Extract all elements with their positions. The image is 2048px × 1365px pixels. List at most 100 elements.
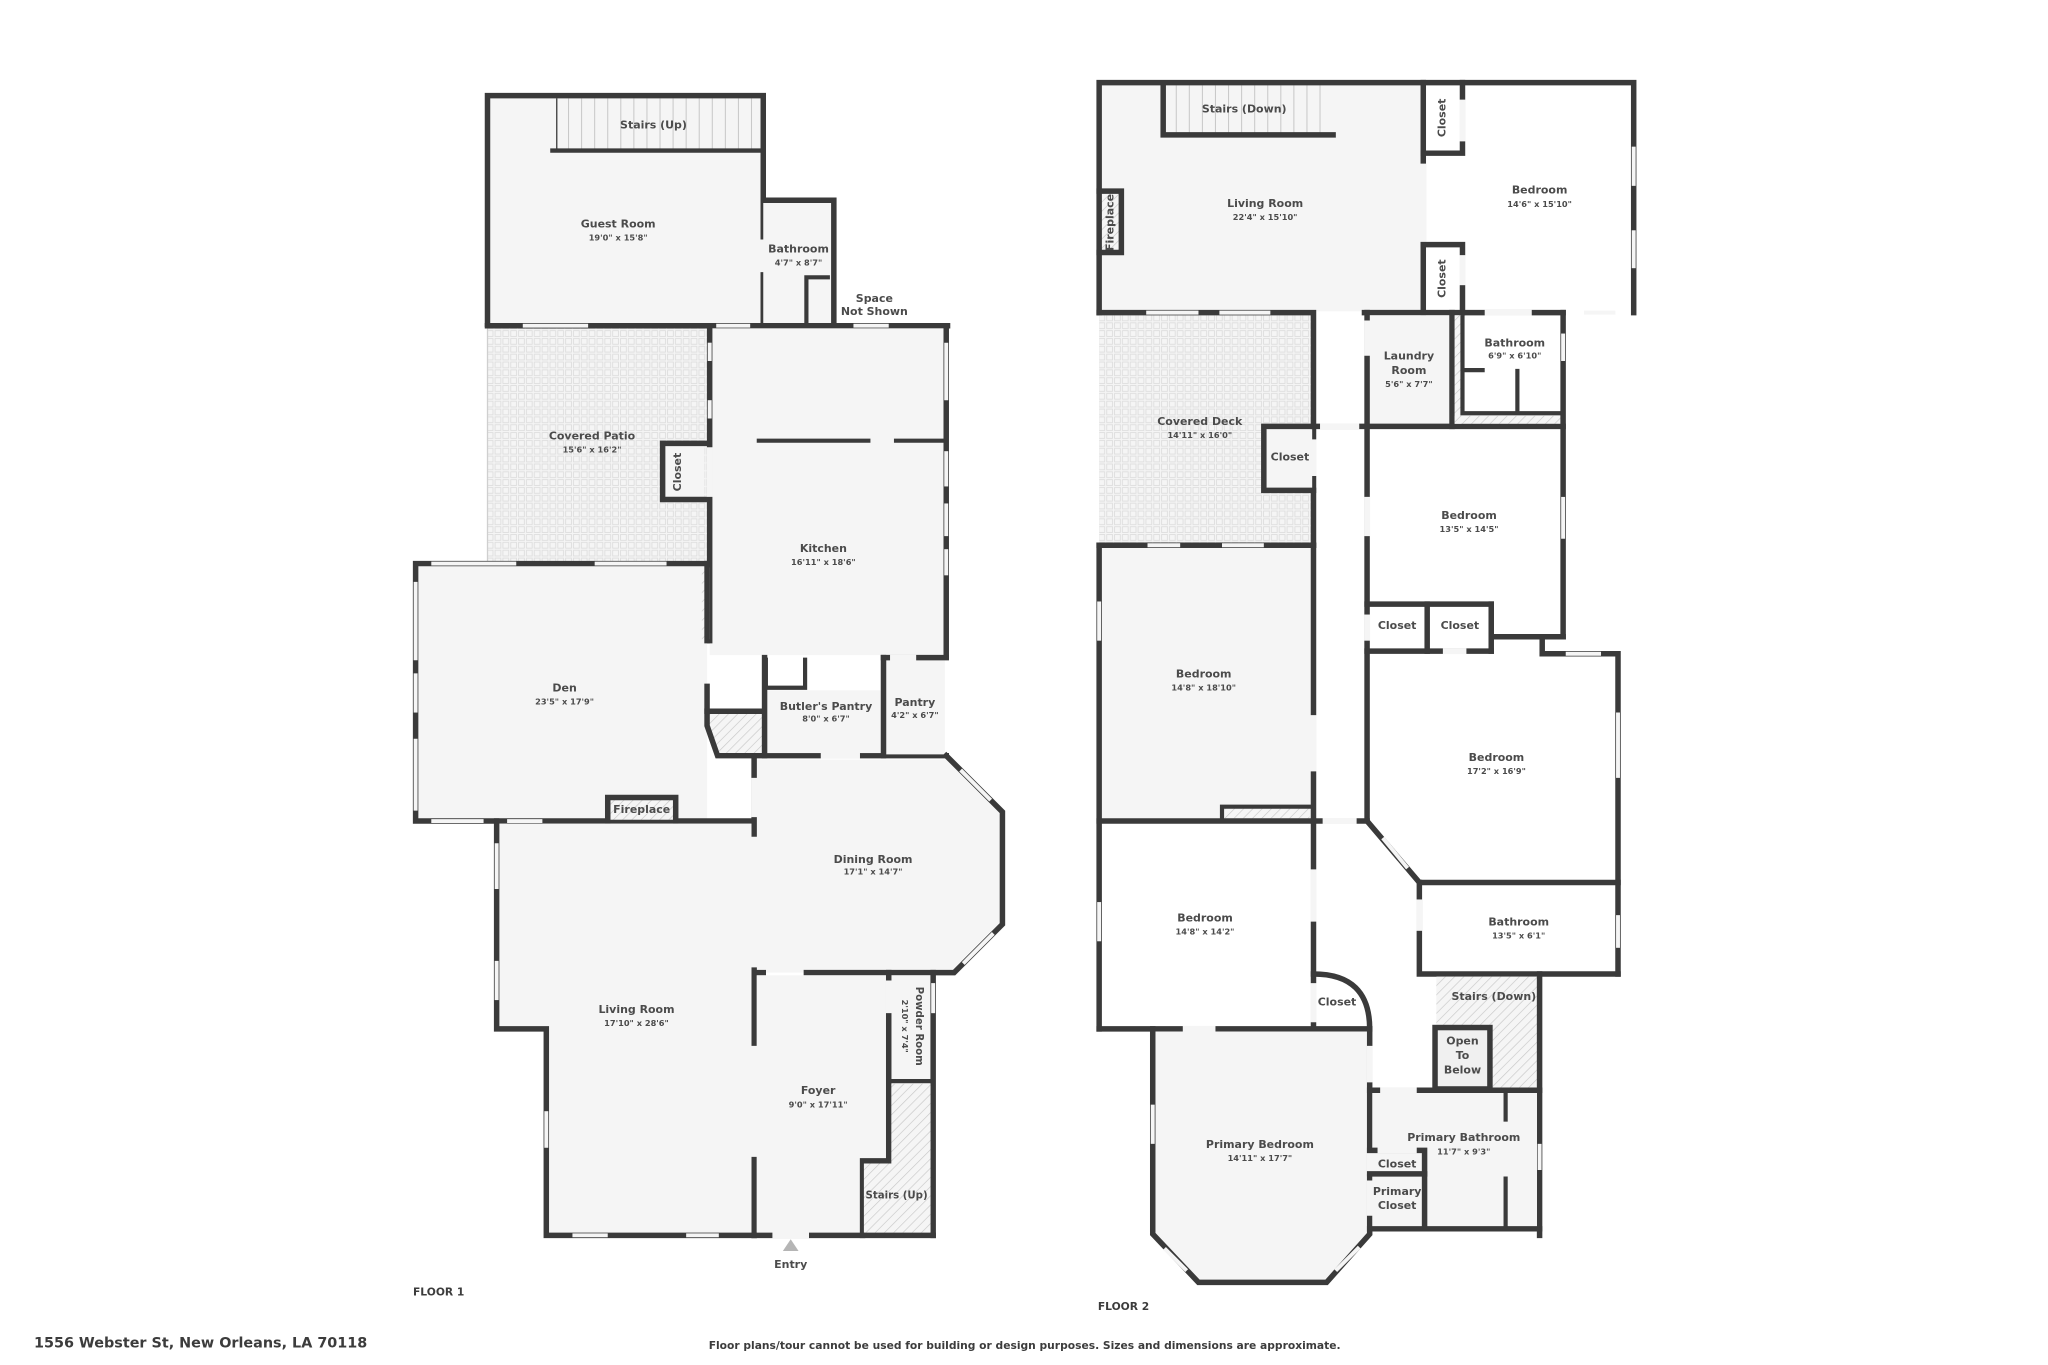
svg-text:11'7" x 9'3": 11'7" x 9'3" [1437,1146,1490,1156]
svg-text:14'11" x 17'7": 14'11" x 17'7" [1228,1153,1293,1163]
svg-text:22'4" x 15'10": 22'4" x 15'10" [1233,212,1298,222]
svg-text:Closet: Closet [671,453,684,492]
svg-text:Bathroom: Bathroom [768,243,829,256]
room-closet-e2[interactable]: Closet [1441,601,1494,654]
room-bedroom-e1[interactable]: Bedroom 13'5" x 14'5" [1364,496,1566,640]
svg-text:Bedroom: Bedroom [1469,751,1525,764]
svg-text:8'0" x 6'7": 8'0" x 6'7" [802,714,850,724]
svg-text:To: To [1456,1049,1470,1062]
svg-text:17'10" x 28'6": 17'10" x 28'6" [604,1018,669,1028]
disclaimer: Floor plans/tour cannot be used for buil… [709,1339,1341,1352]
room-open-to-below[interactable]: Open To Below [1432,1024,1493,1092]
svg-text:23'5" x 17'9": 23'5" x 17'9" [535,697,594,707]
svg-text:14'11" x 16'0": 14'11" x 16'0" [1167,430,1232,440]
entry-arrow-icon [782,1239,799,1252]
svg-text:Closet: Closet [1435,259,1448,298]
stairs-icon [568,98,753,150]
svg-text:Bedroom: Bedroom [1441,509,1497,522]
svg-text:Primary Bathroom: Primary Bathroom [1407,1131,1520,1144]
svg-text:5'6" x 7'7": 5'6" x 7'7" [1385,379,1433,389]
svg-text:Primary Bedroom: Primary Bedroom [1206,1138,1314,1151]
room-closet-primary-small[interactable]: Closet [1366,1147,1428,1232]
room-bedroom-e2[interactable]: Bedroom 17'2" x 16'9" [1363,712,1621,886]
entry-label: Entry [774,1258,807,1271]
room-bedroom-w1[interactable]: Bedroom 14'8" x 18'10" [1096,542,1317,1032]
svg-text:Closet: Closet [1435,99,1448,138]
svg-text:Closet: Closet [1378,619,1417,632]
stairs-icon [1175,85,1321,134]
svg-text:Below: Below [1444,1063,1481,1076]
svg-text:14'6" x 15'10": 14'6" x 15'10" [1507,199,1572,209]
room-guest-room[interactable]: Stairs (Up) Guest Room 19'0" x 15'8" [484,92,767,328]
space-not-shown-line1: Space [856,292,893,305]
svg-text:4'2" x 6'7": 4'2" x 6'7" [891,710,939,720]
svg-text:Closet: Closet [1378,1157,1417,1170]
svg-text:Primary: Primary [1373,1185,1422,1198]
svg-text:Foyer: Foyer [801,1084,836,1097]
svg-text:Closet: Closet [1271,450,1310,463]
svg-text:Bathroom: Bathroom [1484,337,1545,350]
floor-2: Stairs (Down) Living Room 22'4" x 15'10"… [1096,79,1637,1313]
svg-text:15'6" x 16'2": 15'6" x 16'2" [563,444,622,454]
room-bedroom-ne[interactable]: Bedroom 14'6" x 15'10" [1507,146,1636,315]
room-living-room[interactable]: Living Room 17'10" x 28'6" [493,818,757,1239]
svg-text:Covered Patio: Covered Patio [549,429,636,442]
room-closet-top[interactable]: Closet [1420,79,1466,156]
svg-text:Bedroom: Bedroom [1176,667,1232,680]
svg-text:Dining Room: Dining Room [834,853,913,866]
svg-text:Laundry: Laundry [1384,350,1434,363]
svg-text:16'11" x 18'6": 16'11" x 18'6" [791,557,856,567]
room-bathroom-small[interactable]: Bathroom 6'9" x 6'10" [1454,309,1566,640]
svg-text:Closet: Closet [1318,995,1357,1008]
svg-text:Den: Den [552,682,576,695]
room-kitchen[interactable]: Kitchen 16'11" x 18'6" [706,322,949,660]
room-bathroom[interactable]: Bathroom 4'7" x 8'7" [760,197,837,328]
svg-text:9'0" x 17'11": 9'0" x 17'11" [789,1099,848,1109]
room-primary-bathroom[interactable]: Primary Bathroom 11'7" x 9'3" [1366,1087,1543,1232]
room-closet[interactable]: Closet [659,440,708,503]
room-butlers-pantry[interactable]: Butler's Pantry 8'0" x 6'7" [761,654,881,759]
svg-text:Butler's Pantry: Butler's Pantry [780,700,873,713]
room-bedroom-w2[interactable]: Bedroom 14'8" x 14'2" [1097,869,1317,942]
room-closet-curved[interactable]: Closet [1310,971,1373,1032]
stairs-up-label: Stairs (Up) [620,118,687,131]
fireplace-floor2: Fireplace [1096,188,1125,256]
room-living-room-2[interactable]: Stairs (Down) Living Room 22'4" x 15'10"… [1096,81,1422,312]
svg-text:14'8" x 18'10": 14'8" x 18'10" [1171,682,1236,692]
svg-text:Living Room: Living Room [1227,197,1303,210]
svg-text:14'8" x 14'2": 14'8" x 14'2" [1176,927,1235,937]
svg-text:Stairs (Down): Stairs (Down) [1202,103,1287,116]
svg-text:13'5" x 6'1": 13'5" x 6'1" [1492,931,1545,941]
svg-text:13'5" x 14'5": 13'5" x 14'5" [1440,524,1499,534]
room-pantry[interactable]: Pantry 4'2" x 6'7" [880,654,949,759]
svg-text:Pantry: Pantry [894,696,935,709]
room-primary-closet[interactable]: Primary Closet [1373,1185,1422,1212]
room-dimensions: 19'0" x 15'8" [589,233,648,243]
room-den[interactable]: Den 23'5" x 17'9" [412,560,756,824]
floor-1-label: FLOOR 1 [413,1285,464,1298]
svg-text:Living Room: Living Room [598,1003,674,1016]
room-primary-bedroom[interactable]: Primary Bedroom 14'11" x 17'7" [1149,1026,1373,1286]
svg-text:Stairs (Down): Stairs (Down) [1452,990,1537,1003]
room-powder-room[interactable]: Powder Room 2'10" x 7'4" [859,969,936,1239]
fireplace-floor1: Fireplace [604,794,679,824]
svg-text:2'10" x 7'4": 2'10" x 7'4" [900,1000,910,1053]
room-closet-e1[interactable]: Closet [1364,601,1430,654]
svg-text:Open: Open [1446,1035,1478,1048]
svg-text:Bedroom: Bedroom [1512,184,1568,197]
floor-2-label: FLOOR 2 [1098,1300,1149,1313]
stairs-up-foyer[interactable]: Stairs (Up) [863,1083,931,1233]
floor-1: Stairs (Up) Guest Room 19'0" x 15'8" Bat… [412,92,1006,1298]
room-bathroom-large[interactable]: Bathroom 13'5" x 6'1" [1416,879,1621,977]
room-dining-room[interactable]: Dining Room 17'1" x 14'7" [752,751,1006,976]
svg-text:Room: Room [1391,364,1426,377]
svg-text:6'9" x 6'10": 6'9" x 6'10" [1488,350,1541,360]
room-closet-deck[interactable]: Closet [1261,423,1317,494]
svg-text:Fireplace: Fireplace [1104,194,1117,251]
room-closet-mid[interactable]: Closet [1420,241,1466,316]
svg-text:Kitchen: Kitchen [800,542,847,555]
svg-text:Closet: Closet [1378,1199,1417,1212]
room-laundry-room[interactable]: Laundry Room 5'6" x 7'7" [1364,309,1566,822]
svg-text:Powder Room: Powder Room [913,987,924,1066]
